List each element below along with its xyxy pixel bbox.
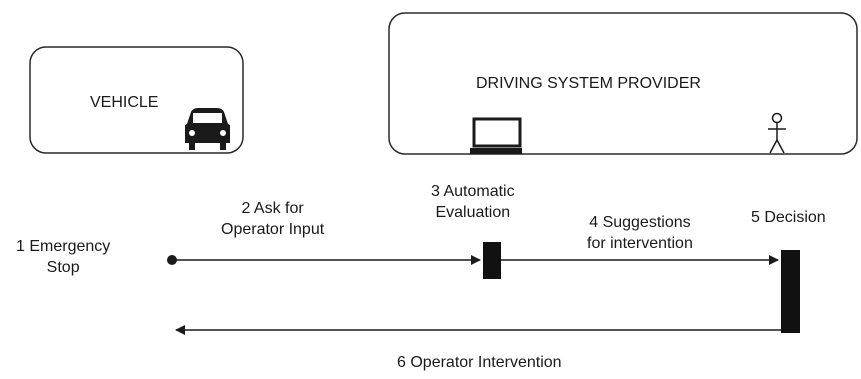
step-2-line-2: Operator Input xyxy=(221,221,325,238)
vehicle-label: VEHICLE xyxy=(90,94,159,111)
step-3-line-1: 3 Automatic xyxy=(431,183,515,200)
stick-figure-operator-icon xyxy=(768,112,786,154)
step-4-line-2: for intervention xyxy=(587,235,693,252)
step-2-line-1: 2 Ask for xyxy=(241,200,304,217)
provider-box xyxy=(388,12,858,155)
step-5-decision: 5 Decision xyxy=(751,207,826,228)
step-2-ask-operator-input: 2 Ask for Operator Input xyxy=(221,198,324,240)
step-3-line-2: Evaluation xyxy=(435,204,511,221)
step-6-line-1: 6 Operator Intervention xyxy=(397,354,562,371)
step-1-line-2: Stop xyxy=(46,259,80,276)
step-6-operator-intervention: 6 Operator Intervention xyxy=(397,352,562,373)
step-1-line-1: 1 Emergency xyxy=(16,238,111,255)
car-icon xyxy=(185,108,230,150)
computer-monitor-icon xyxy=(470,117,522,154)
activation-bar-evaluation xyxy=(483,242,501,279)
activation-bar-decision xyxy=(781,250,800,333)
step-3-automatic-evaluation: 3 Automatic Evaluation xyxy=(431,181,515,223)
step-1-emergency-stop: 1 Emergency Stop xyxy=(16,236,110,278)
step-4-line-1: 4 Suggestions xyxy=(589,214,691,231)
step-5-line-1: 5 Decision xyxy=(751,209,826,226)
provider-label: DRIVING SYSTEM PROVIDER xyxy=(476,75,701,92)
vehicle-box xyxy=(29,46,244,154)
step-4-suggestions: 4 Suggestions for intervention xyxy=(587,212,693,254)
